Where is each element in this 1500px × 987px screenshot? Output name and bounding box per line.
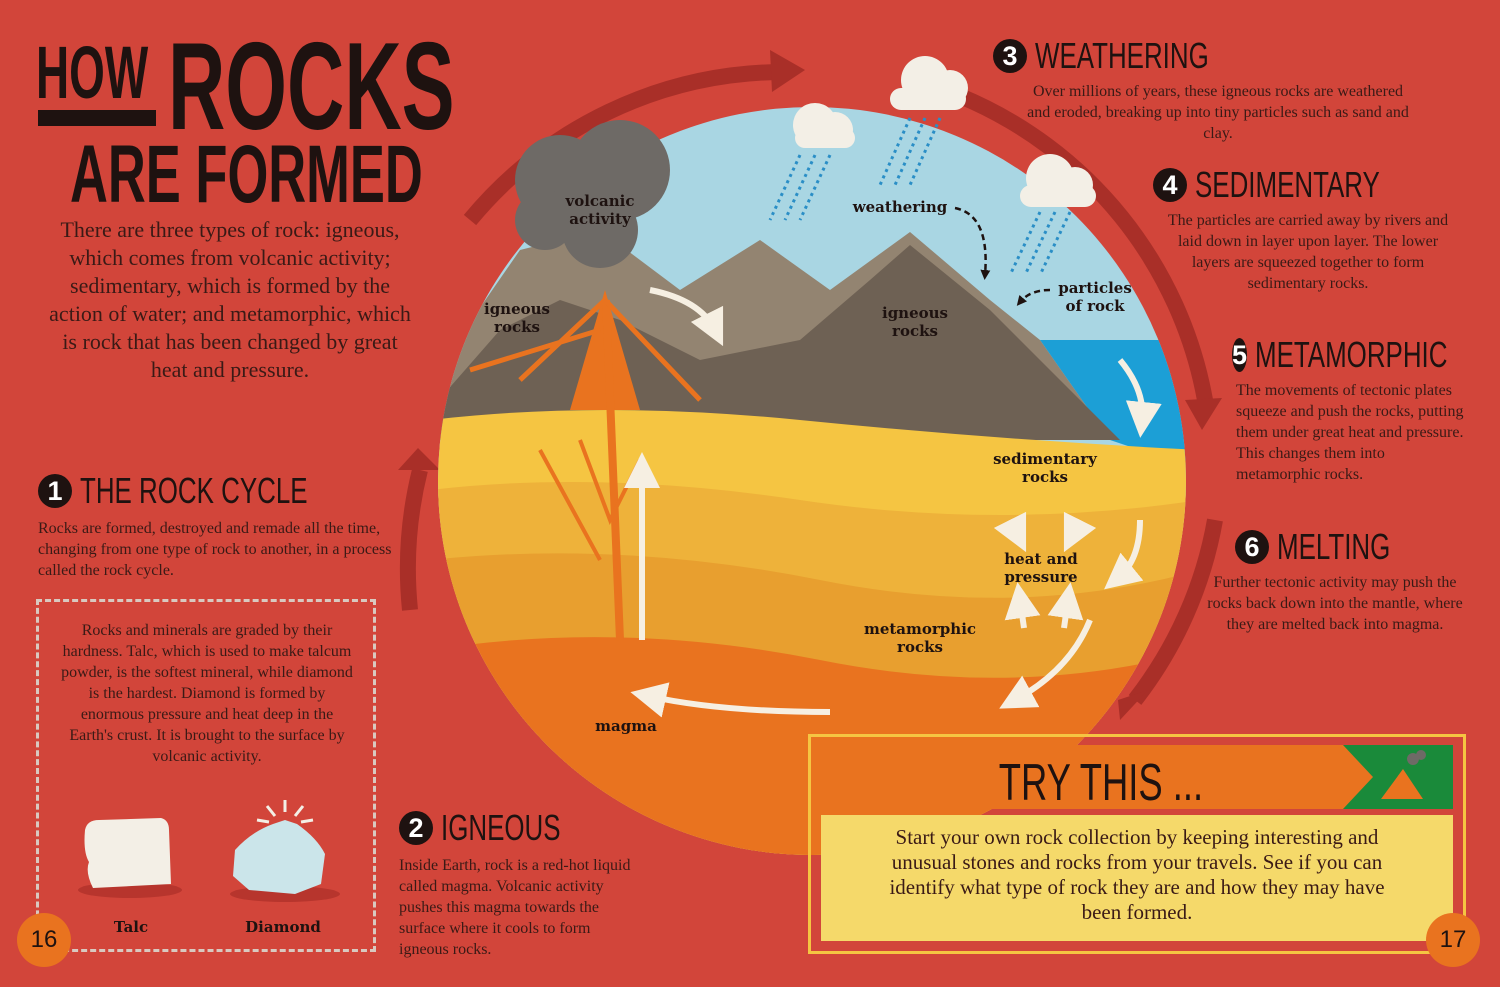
- section-number: 6: [1235, 530, 1269, 564]
- try-this-box: TRY THIS ... Start your own rock collect…: [808, 734, 1466, 954]
- section-number: 4: [1153, 168, 1187, 202]
- label-igneous-rocks-mid: igneous rocks: [882, 304, 948, 340]
- section-text: The movements of tectonic plates squeeze…: [1236, 382, 1464, 483]
- label-igneous-rocks-left: igneous rocks: [484, 300, 550, 336]
- section-number: 3: [993, 39, 1027, 73]
- dashed-arrows: [954, 206, 1051, 306]
- page-number-left: 16: [17, 913, 71, 967]
- title-are-formed: ARE FORMED: [70, 129, 423, 220]
- label-particles-of-rock: particles of rock: [1058, 279, 1132, 315]
- section-text: Further tectonic activity may push the r…: [1207, 574, 1463, 633]
- section-title: METAMORPHIC: [1255, 334, 1448, 375]
- volcano-flag-icon: [1343, 745, 1453, 809]
- cycle-ring-arrowheads: [398, 50, 1222, 720]
- cycle-ring-arrows: [399, 64, 1223, 705]
- label-sedimentary-rocks: sedimentary rocks: [993, 450, 1097, 486]
- intro-text: There are three types of rock: igneous, …: [49, 217, 411, 382]
- title-how: HOW: [36, 31, 149, 114]
- section-title: MELTING: [1277, 526, 1391, 567]
- section-title: WEATHERING: [1035, 35, 1209, 76]
- hardness-box: Rocks and minerals are graded by their h…: [36, 599, 376, 952]
- try-this-heading: TRY THIS ...: [998, 754, 1204, 812]
- section-title: THE ROCK CYCLE: [80, 470, 308, 511]
- label-metamorphic-rocks: metamorphic rocks: [863, 620, 977, 656]
- section-text: Inside Earth, rock is a red-hot liquid c…: [399, 857, 631, 958]
- label-weathering: weathering: [852, 198, 948, 216]
- volcanic-cloud: [515, 120, 670, 268]
- talc-label: Talc: [113, 918, 149, 936]
- label-volcanic-activity: volcanic activity: [565, 192, 635, 228]
- try-this-header: TRY THIS ...: [821, 745, 1453, 812]
- rain-clouds: [793, 56, 1096, 207]
- section-text: Over millions of years, these igneous ro…: [1027, 83, 1409, 142]
- section-title: SEDIMENTARY: [1195, 164, 1380, 205]
- section-number: 1: [38, 474, 72, 508]
- flow-arrows: [624, 287, 1162, 718]
- diamond-label: Diamond: [245, 918, 321, 936]
- section-text: Rocks are formed, destroyed and remade a…: [38, 520, 392, 579]
- section-title: IGNEOUS: [441, 807, 561, 848]
- title-rocks: ROCKS: [168, 18, 455, 156]
- page-title: HOW ROCKS ARE FORMED: [36, 18, 456, 220]
- section-number: 5: [1232, 338, 1248, 372]
- rain: [768, 117, 1072, 276]
- talc-illustration: [78, 818, 182, 898]
- label-magma: magma: [595, 717, 657, 735]
- try-this-text: Start your own rock collection by keepin…: [821, 815, 1453, 941]
- section-text: The particles are carried away by rivers…: [1167, 212, 1449, 292]
- title-underline: [38, 110, 156, 126]
- section-number: 2: [399, 811, 433, 845]
- page-number-right: 17: [1426, 913, 1480, 967]
- hardness-text: Rocks and minerals are graded by their h…: [61, 622, 353, 765]
- label-heat-and-pressure: heat and pressure: [1004, 550, 1078, 586]
- diamond-illustration: [230, 800, 340, 902]
